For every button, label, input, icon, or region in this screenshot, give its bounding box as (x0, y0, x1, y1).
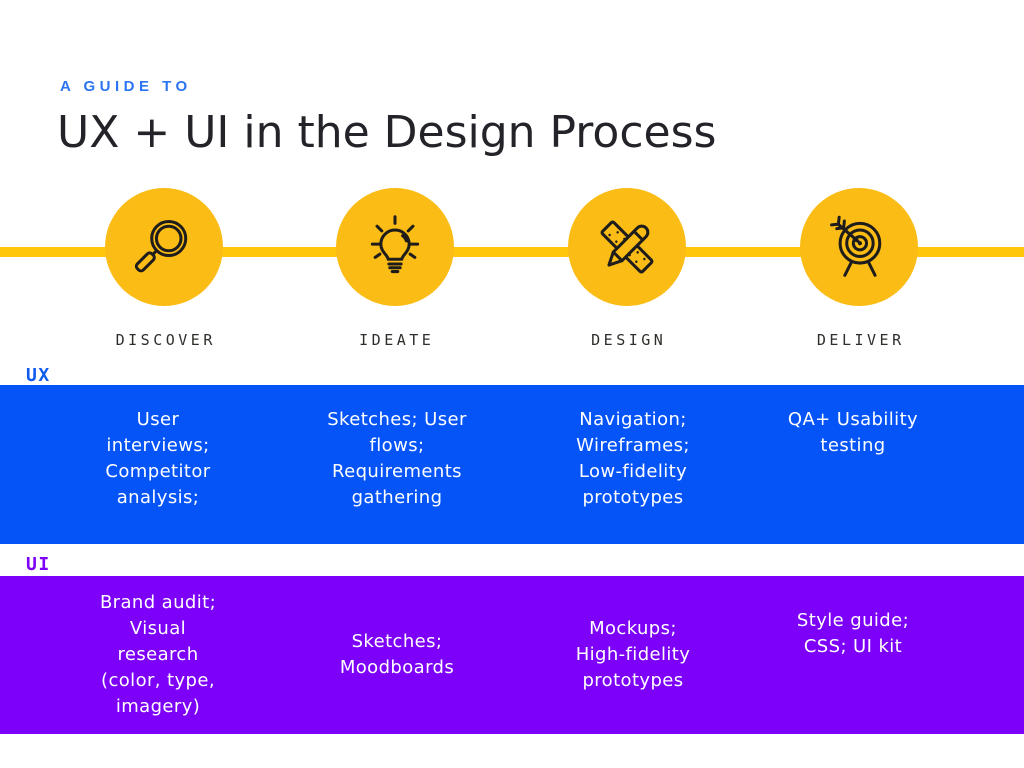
ui-design-items: Mockups; High-fidelity prototypes (575, 618, 691, 691)
process-step-deliver: DELIVER (800, 188, 918, 358)
lightbulb-icon (370, 215, 420, 274)
ux-deliver-items: QA+ Usability testing (787, 409, 919, 456)
step-circle (800, 188, 918, 306)
step-circle (336, 188, 454, 306)
magnifier-icon (134, 219, 188, 273)
dart-target-icon (830, 215, 882, 277)
process-timeline-line (0, 247, 1024, 257)
ui-row-label: UI (26, 554, 51, 575)
pencil-part (607, 224, 650, 267)
ui-deliver-items: Style guide; CSS; UI kit (796, 610, 910, 657)
ui-discover-items: Brand audit; Visual research (color, typ… (99, 592, 217, 717)
ux-ideate-items: Sketches; User flows; Requirements gathe… (327, 409, 467, 508)
step-circle (568, 188, 686, 306)
step-label: DISCOVER (115, 331, 216, 349)
process-step-design: DESIGN (568, 188, 686, 358)
process-step-discover: DISCOVER (105, 188, 223, 358)
page-title: UX + UI in the Design Process (57, 107, 717, 158)
process-step-ideate: IDEATE (336, 188, 454, 358)
ux-discover-items: User interviews; Competitor analysis; (105, 409, 211, 508)
kicker-text: A GUIDE TO (60, 78, 192, 95)
step-label: DESIGN (591, 331, 667, 349)
pencil-ruler-icon (600, 220, 654, 274)
step-label: DELIVER (816, 331, 905, 349)
ui-ideate-items: Sketches; Moodboards (339, 631, 455, 678)
step-circle (105, 188, 223, 306)
ux-row-label: UX (26, 365, 51, 386)
ux-design-items: Navigation; Wireframes; Low-fidelity pro… (576, 409, 690, 508)
ux-band: User interviews; Competitor analysis; Sk… (0, 385, 1024, 544)
ui-band: Brand audit; Visual research (color, typ… (0, 576, 1024, 734)
step-label: IDEATE (359, 331, 435, 349)
